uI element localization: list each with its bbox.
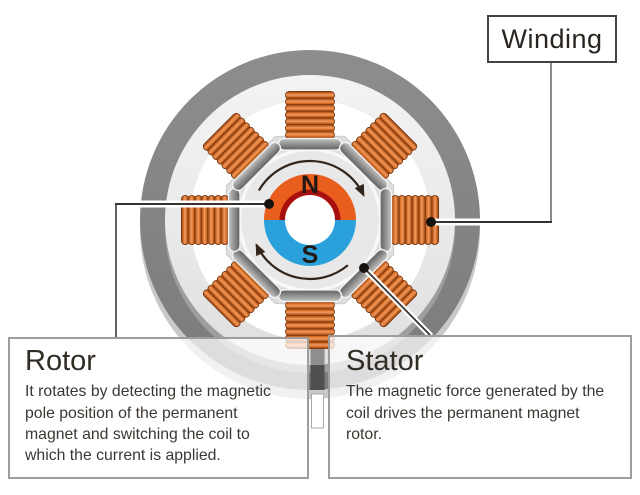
rotation-arrows (255, 159, 365, 281)
winding-coil-left (180, 187, 241, 253)
stator-description: The magnetic force generated by the coil… (346, 383, 605, 443)
stator-title: Stator (346, 345, 424, 377)
rotor-anchor-dot (264, 199, 274, 209)
rotor-shaft-hole (285, 195, 335, 245)
winding-callout-box: Winding (487, 15, 617, 63)
rotor-inner-red-band (279, 189, 341, 220)
rotor-magnet: N S (264, 171, 356, 269)
winding-coil-top (277, 90, 343, 151)
winding-anchor-dot (426, 217, 436, 227)
leader-lines (113, 62, 554, 339)
rotor-description: It rotates by detecting the magnetic pol… (25, 383, 271, 464)
rotation-arrow-top (257, 159, 365, 196)
arrowhead-bottom (255, 243, 266, 257)
rotor-title: Rotor (25, 345, 96, 377)
rotation-arrow-bottom (255, 244, 349, 281)
rotor-callout-box: Rotor It rotates by detecting the magnet… (8, 337, 309, 479)
north-pole-label: N (301, 171, 319, 199)
south-pole-label: S (302, 241, 319, 269)
stator-callout-box: Stator The magnetic force generated by t… (328, 335, 632, 479)
arrowhead-top (354, 183, 365, 197)
winding-label: Winding (501, 23, 603, 54)
stator-leader-line (363, 267, 431, 336)
stator-anchor-dot (359, 263, 369, 273)
